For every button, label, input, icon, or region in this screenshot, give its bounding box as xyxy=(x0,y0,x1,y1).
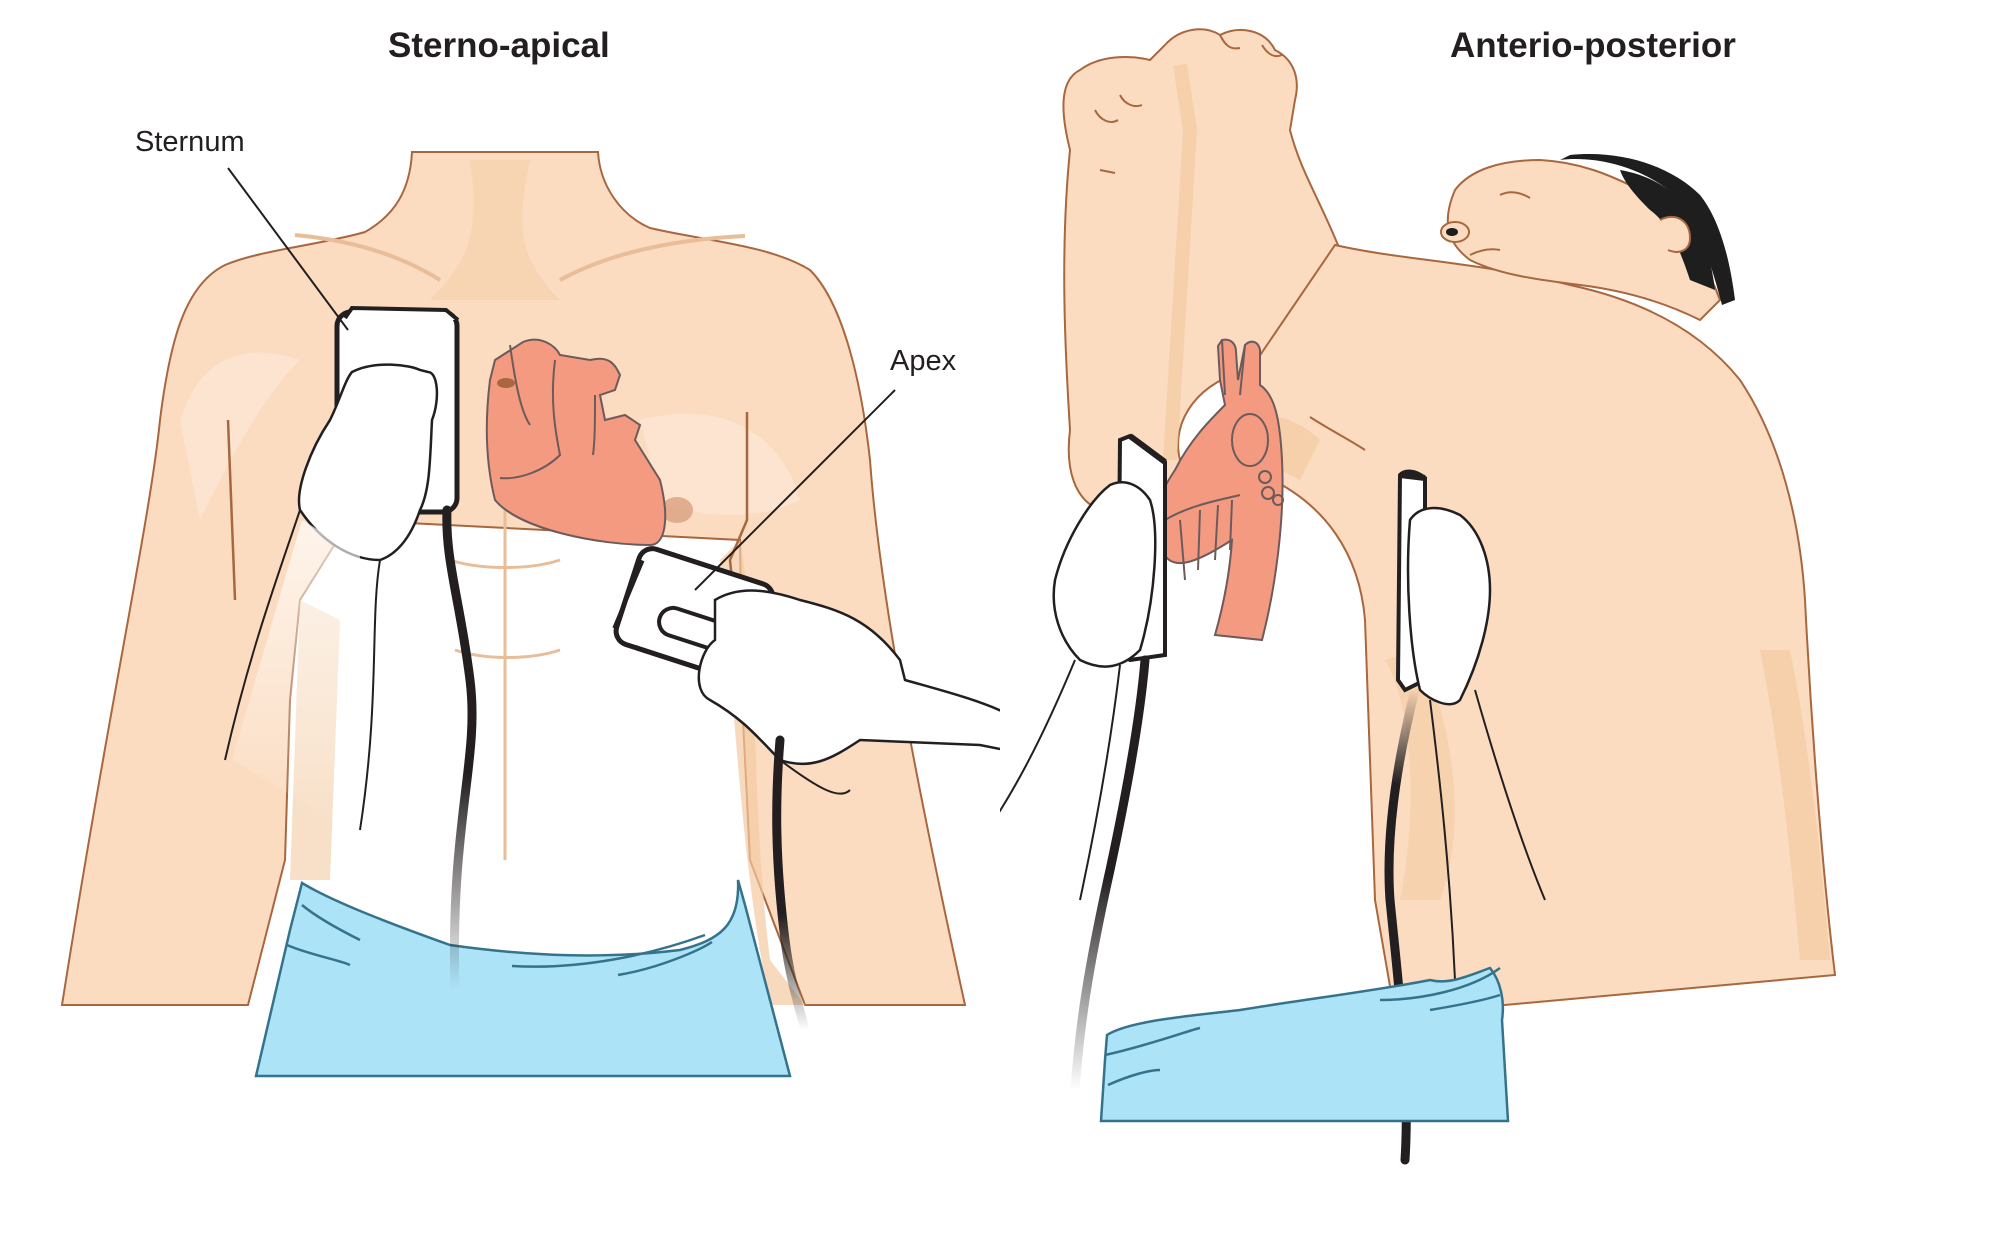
panel-title-sterno-apical: Sterno-apical xyxy=(388,26,610,65)
apex-paddle-cable xyxy=(772,735,810,1035)
apex-leader-line xyxy=(694,389,896,591)
drape-posterior xyxy=(1099,966,1510,1123)
torso xyxy=(60,151,967,1006)
hand-ap-left xyxy=(1000,481,1157,901)
back xyxy=(1249,243,1837,1017)
hand-right xyxy=(697,589,1000,795)
anterior-paddle-cable xyxy=(1070,655,1150,1095)
heart-posterior xyxy=(1154,338,1284,642)
sterno-apical-panel: Sterno-apical Sternum Apex xyxy=(0,0,1000,1259)
sterno-apical-illustration xyxy=(60,151,1000,1078)
arms-raised xyxy=(1062,28,1352,514)
hand-left xyxy=(224,363,439,831)
head xyxy=(1440,154,1735,322)
label-apex: Apex xyxy=(890,345,957,377)
anterio-posterior-panel: Anterio-posterior xyxy=(1000,0,2013,1259)
anterio-posterior-illustration xyxy=(1000,28,1837,1165)
sternum-leader-line xyxy=(227,167,349,331)
hand-ap-right xyxy=(1406,506,1546,981)
panel-title-anterio-posterior: Anterio-posterior xyxy=(1450,26,1736,65)
heart-anterior xyxy=(485,338,667,547)
drape xyxy=(254,879,792,1078)
label-sternum: Sternum xyxy=(135,126,245,158)
sternum-paddle-cable xyxy=(442,505,477,995)
